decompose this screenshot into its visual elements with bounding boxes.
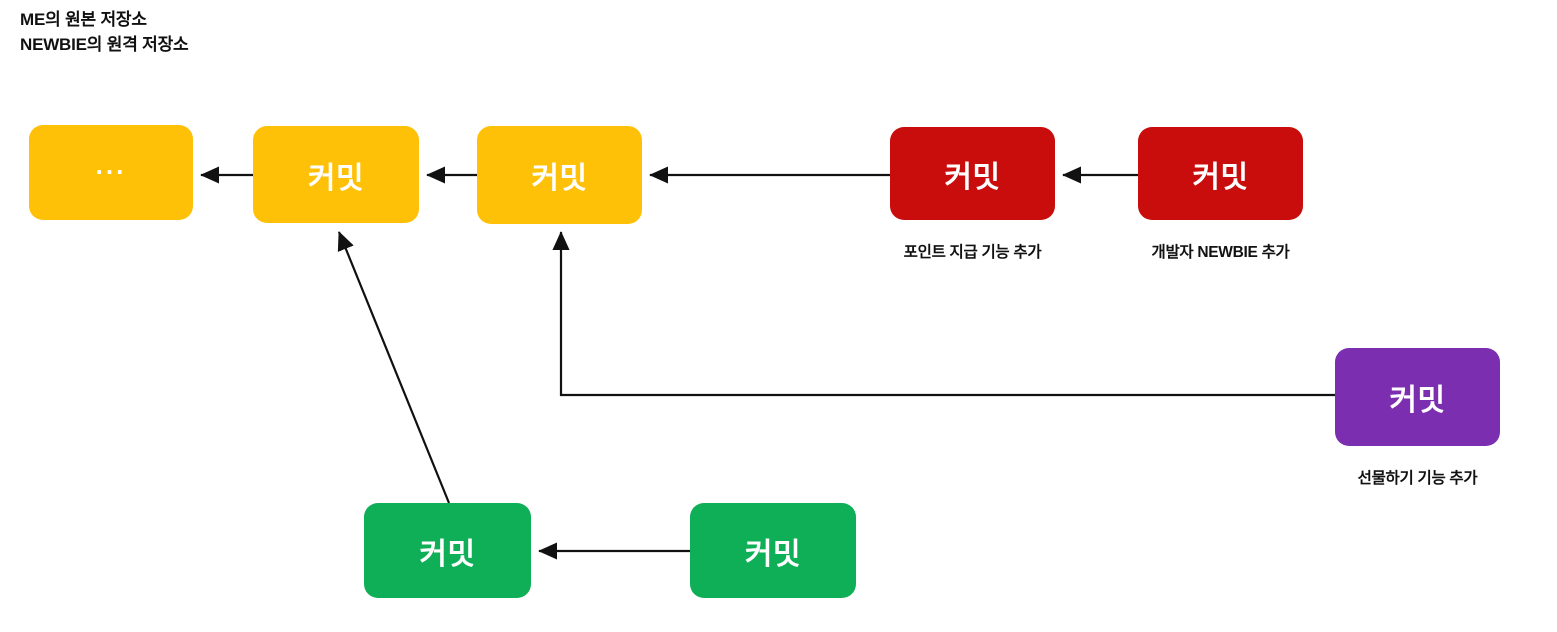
diagram-title: ME의 원본 저장소 NEWBIE의 원격 저장소: [20, 8, 189, 57]
commit-caption-red-commit-1: 포인트 지급 기능 추가: [903, 244, 1042, 261]
commit-node-purple-commit-1[interactable]: 커밋: [1335, 348, 1500, 446]
commit-node-green-commit-1[interactable]: 커밋: [364, 503, 531, 598]
title-line-1: ME의 원본 저장소: [20, 10, 147, 29]
commit-node-amber-commit-1[interactable]: 커밋: [253, 126, 419, 223]
commit-node-red-commit-1[interactable]: 커밋: [890, 127, 1055, 220]
edges: [200, 166, 1335, 560]
commit-node-green-commit-2[interactable]: 커밋: [690, 503, 856, 598]
commit-node-amber-commit-2[interactable]: 커밋: [477, 126, 642, 224]
title-line-2: NEWBIE의 원격 저장소: [20, 34, 189, 54]
commit-node-red-commit-2[interactable]: 커밋: [1138, 127, 1303, 220]
commit-node-amber-ellipsis[interactable]: ...: [29, 125, 193, 220]
edge-green1-to-amber2: [337, 231, 451, 504]
commit-caption-purple-commit-1: 선물하기 기능 추가: [1357, 470, 1478, 487]
commit-caption-red-commit-2: 개발자 NEWBIE 추가: [1151, 244, 1290, 261]
